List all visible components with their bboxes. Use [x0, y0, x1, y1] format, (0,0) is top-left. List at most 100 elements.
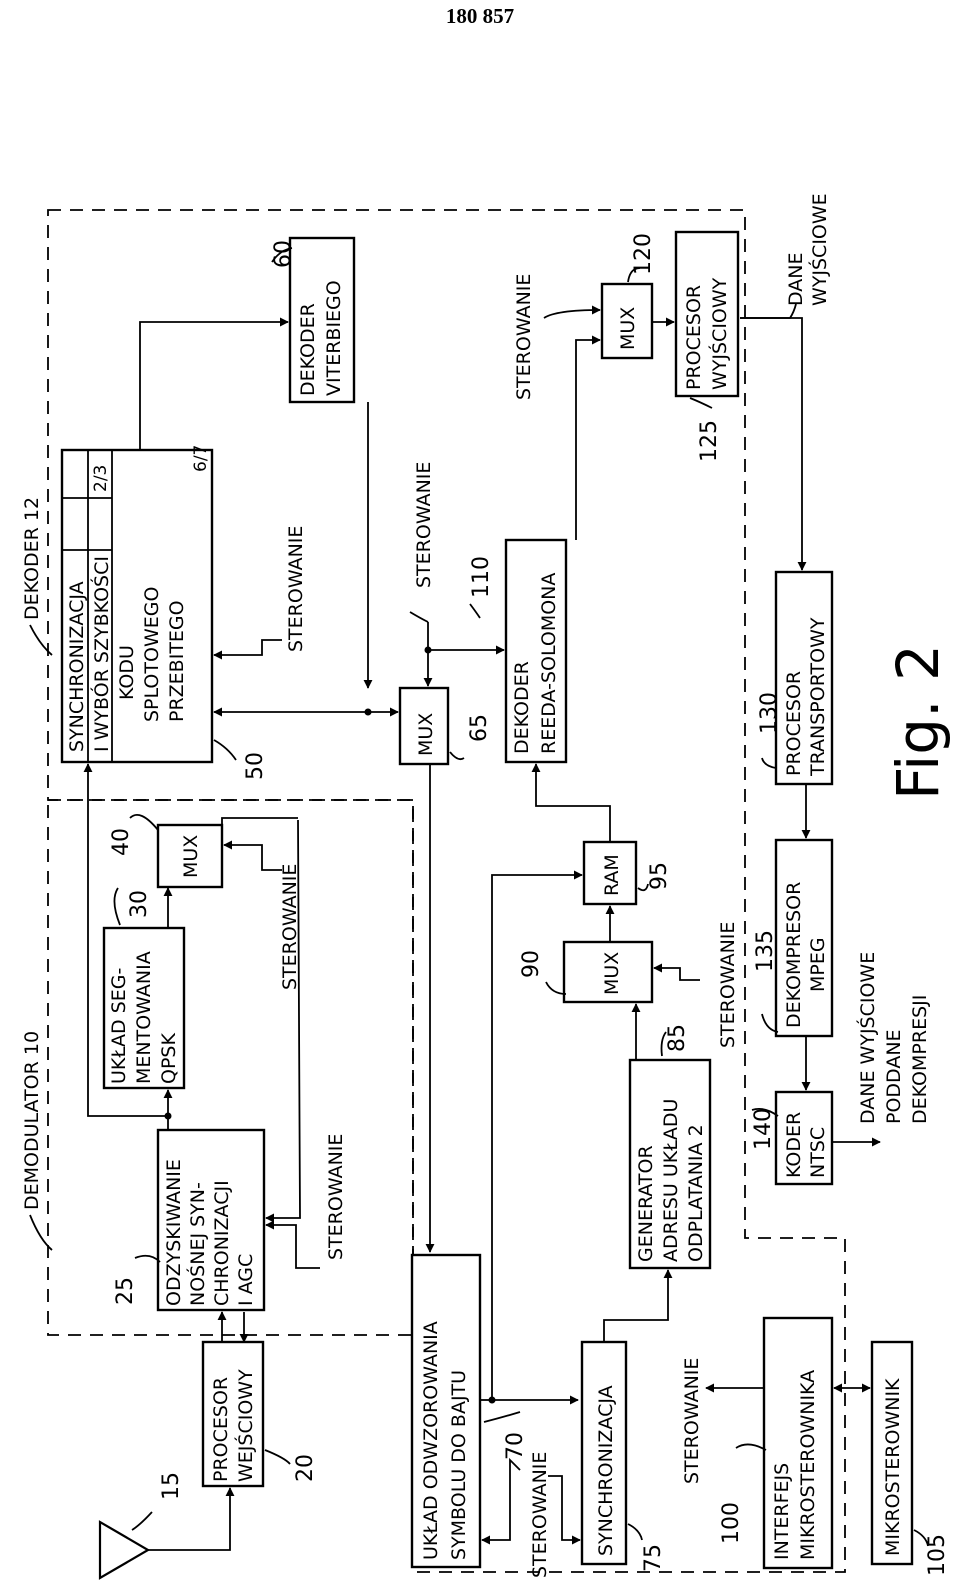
ram-ref: 95 — [647, 862, 672, 890]
output-processor-ref: 125 — [697, 420, 722, 462]
deinterleaver-address-block: GENERATOR ADRESU UKŁADU ODPLATANIA 2 — [628, 1058, 712, 1270]
svg-text:TRANSPORTOWY: TRANSPORTOWY — [807, 617, 829, 777]
qpsk-slicer-ref: 30 — [127, 890, 152, 918]
svg-text:MUX: MUX — [415, 713, 437, 756]
svg-text:I WYBÓR SZYBKOŚCI: I WYBÓR SZYBKOŚCI — [89, 556, 113, 752]
mpeg-decompressor-ref: 135 — [753, 930, 778, 972]
microcontroller-ref: 105 — [925, 1534, 950, 1576]
antenna-ref: 15 — [159, 1472, 184, 1500]
transport-processor-block: PROCESOR TRANSPORTOWY — [774, 570, 834, 786]
ntsc-encoder-ref: 140 — [751, 1108, 776, 1150]
svg-text:MIKROSTEROWNIKA: MIKROSTEROWNIKA — [797, 1370, 819, 1560]
svg-text:6/7: 6/7 — [191, 445, 211, 472]
link-110-120 — [575, 335, 601, 540]
link-70-95 — [491, 870, 583, 1400]
ctrl-120 — [543, 305, 601, 319]
svg-text:MUX: MUX — [601, 952, 623, 995]
svg-text:DEKOMPRESOR: DEKOMPRESOR — [783, 882, 805, 1028]
svg-text:DEKODER: DEKODER — [297, 303, 319, 396]
input-processor-block: PROCESOR WEJŚCIOWY — [201, 1340, 265, 1488]
decoder-title: DEKODER 12 — [21, 497, 43, 620]
input-processor-ref: 20 — [293, 1454, 318, 1482]
svg-text:PROCESOR: PROCESOR — [783, 671, 805, 776]
microcontroller-interface-ref: 100 — [719, 1502, 744, 1544]
ctrl-90-label: STEROWANIE — [717, 922, 739, 1048]
link-40-feedback — [221, 817, 298, 825]
symbol-byte-mapper-block: UKŁAD ODWZOROWANIA SYMBOLU DO BAJTU — [410, 1253, 482, 1569]
symbol-byte-mapper-ref: 70 — [503, 1432, 528, 1460]
ntsc-encoder-block: KODER NTSC — [774, 1090, 834, 1186]
mux-90-block: MUX — [562, 940, 654, 1004]
svg-text:MPEG: MPEG — [807, 937, 829, 992]
mux-120-block: MUX — [600, 282, 654, 360]
decoder-region — [47, 209, 846, 1573]
synchronization-ref: 75 — [641, 1544, 666, 1572]
svg-text:RAM: RAM — [601, 854, 623, 896]
svg-text:CHRONIZACJI: CHRONIZACJI — [211, 1180, 233, 1306]
svg-text:PRZEBITEGO: PRZEBITEGO — [166, 600, 188, 722]
link-75-85 — [603, 1269, 673, 1342]
svg-text:SYNCHRONIZACJA: SYNCHRONIZACJA — [595, 1385, 617, 1556]
output-processor-block: PROCESOR WYJŚCIOWY — [674, 230, 740, 398]
link-95-110 — [531, 763, 611, 842]
mux-40-block: MUX — [156, 823, 224, 889]
mux-65-block: MUX — [398, 686, 450, 766]
svg-text:MENTOWANIA: MENTOWANIA — [133, 951, 155, 1084]
ram-block: RAM — [582, 840, 638, 906]
microcontroller-interface-block: INTERFEJS MIKROSTEROWNIKA — [762, 1316, 834, 1570]
svg-text:UKŁAD SEG-: UKŁAD SEG- — [108, 968, 130, 1084]
mpeg-decompressor-block: DEKOMPRESOR MPEG — [774, 838, 834, 1038]
demodulator-leader — [29, 1214, 53, 1251]
figure-label: Fig. 2 — [884, 644, 952, 800]
svg-text:PROCESOR: PROCESOR — [210, 1377, 232, 1482]
carrier-recovery-block: ODZYSKIWANIE NOŚNEJ SYN- CHRONIZACJI I A… — [156, 1128, 266, 1312]
viterbi-decoder-ref: 60 — [271, 240, 296, 268]
output-data-line1: DANE — [785, 252, 807, 306]
svg-text:PROCESOR: PROCESOR — [683, 285, 705, 390]
svg-text:INTERFEJS: INTERFEJS — [771, 1463, 793, 1560]
reed-solomon-ref: 110 — [469, 556, 494, 598]
ctrl-70 — [481, 1457, 521, 1545]
ctrl-40 — [223, 840, 282, 871]
svg-text:2/3: 2/3 — [91, 465, 111, 492]
qpsk-slicer-block: UKŁAD SEG- MENTOWANIA QPSK — [102, 926, 186, 1090]
page-number: 180 857 — [445, 4, 515, 28]
ctrl-40-label: STEROWANIE — [279, 864, 301, 990]
demodulator-title: DEMODULATOR 10 — [21, 1031, 43, 1210]
viterbi-decoder-block: DEKODER VITERBIEGO — [288, 236, 356, 404]
svg-text:ODPLATANIA 2: ODPLATANIA 2 — [685, 1124, 707, 1262]
microcontroller-block: MIKROSTEROWNIK — [870, 1340, 914, 1566]
deinterleaver-address-ref: 85 — [665, 1024, 690, 1052]
svg-text:KODER: KODER — [783, 1112, 805, 1178]
svg-text:MUX: MUX — [617, 307, 639, 350]
svg-text:GENERATOR: GENERATOR — [635, 1145, 657, 1262]
decompressed-output-line3: DEKOMPRESJI — [909, 995, 931, 1124]
ctrl-50 — [213, 639, 282, 660]
link-25-50 — [83, 763, 168, 1117]
output-data-line2: WYJŚCIOWE — [807, 193, 831, 306]
link-50-60 — [139, 317, 289, 450]
ctrl-25-a — [265, 1220, 320, 1269]
reed-solomon-block: DEKODER REEDA-SOLOMONA — [504, 538, 568, 764]
decompressed-output-line1: DANE WYJŚCIOWE — [855, 952, 879, 1124]
svg-text:SPLOTOWEGO: SPLOTOWEGO — [141, 587, 163, 722]
svg-text:WYJŚCIOWY: WYJŚCIOWY — [707, 277, 731, 390]
ctrl-100-label: STEROWANIE — [681, 1358, 703, 1484]
svg-text:VITERBIEGO: VITERBIEGO — [323, 280, 345, 396]
mux-120-ref: 120 — [631, 233, 656, 275]
svg-text:QPSK: QPSK — [158, 1033, 180, 1084]
svg-text:DEKODER: DEKODER — [511, 661, 533, 754]
ctrl-65-leader — [409, 611, 429, 623]
ctrl-75 — [548, 1475, 581, 1545]
svg-text:MUX: MUX — [180, 835, 202, 878]
ctrl-50-label: STEROWANIE — [285, 526, 307, 652]
svg-text:I AGC: I AGC — [235, 1254, 257, 1306]
code-rate-sync-ref: 50 — [243, 752, 268, 780]
decoder-leader — [29, 624, 53, 656]
synchronization-block: SYNCHRONIZACJA — [580, 1340, 628, 1566]
svg-text:NOŚNEJ SYN-: NOŚNEJ SYN- — [185, 1182, 209, 1306]
decompressed-output-line2: PODDANE — [883, 1029, 905, 1124]
transport-processor-ref: 130 — [757, 692, 782, 734]
svg-text:ODZYSKIWANIE: ODZYSKIWANIE — [163, 1159, 185, 1306]
antenna-icon — [98, 1487, 235, 1580]
